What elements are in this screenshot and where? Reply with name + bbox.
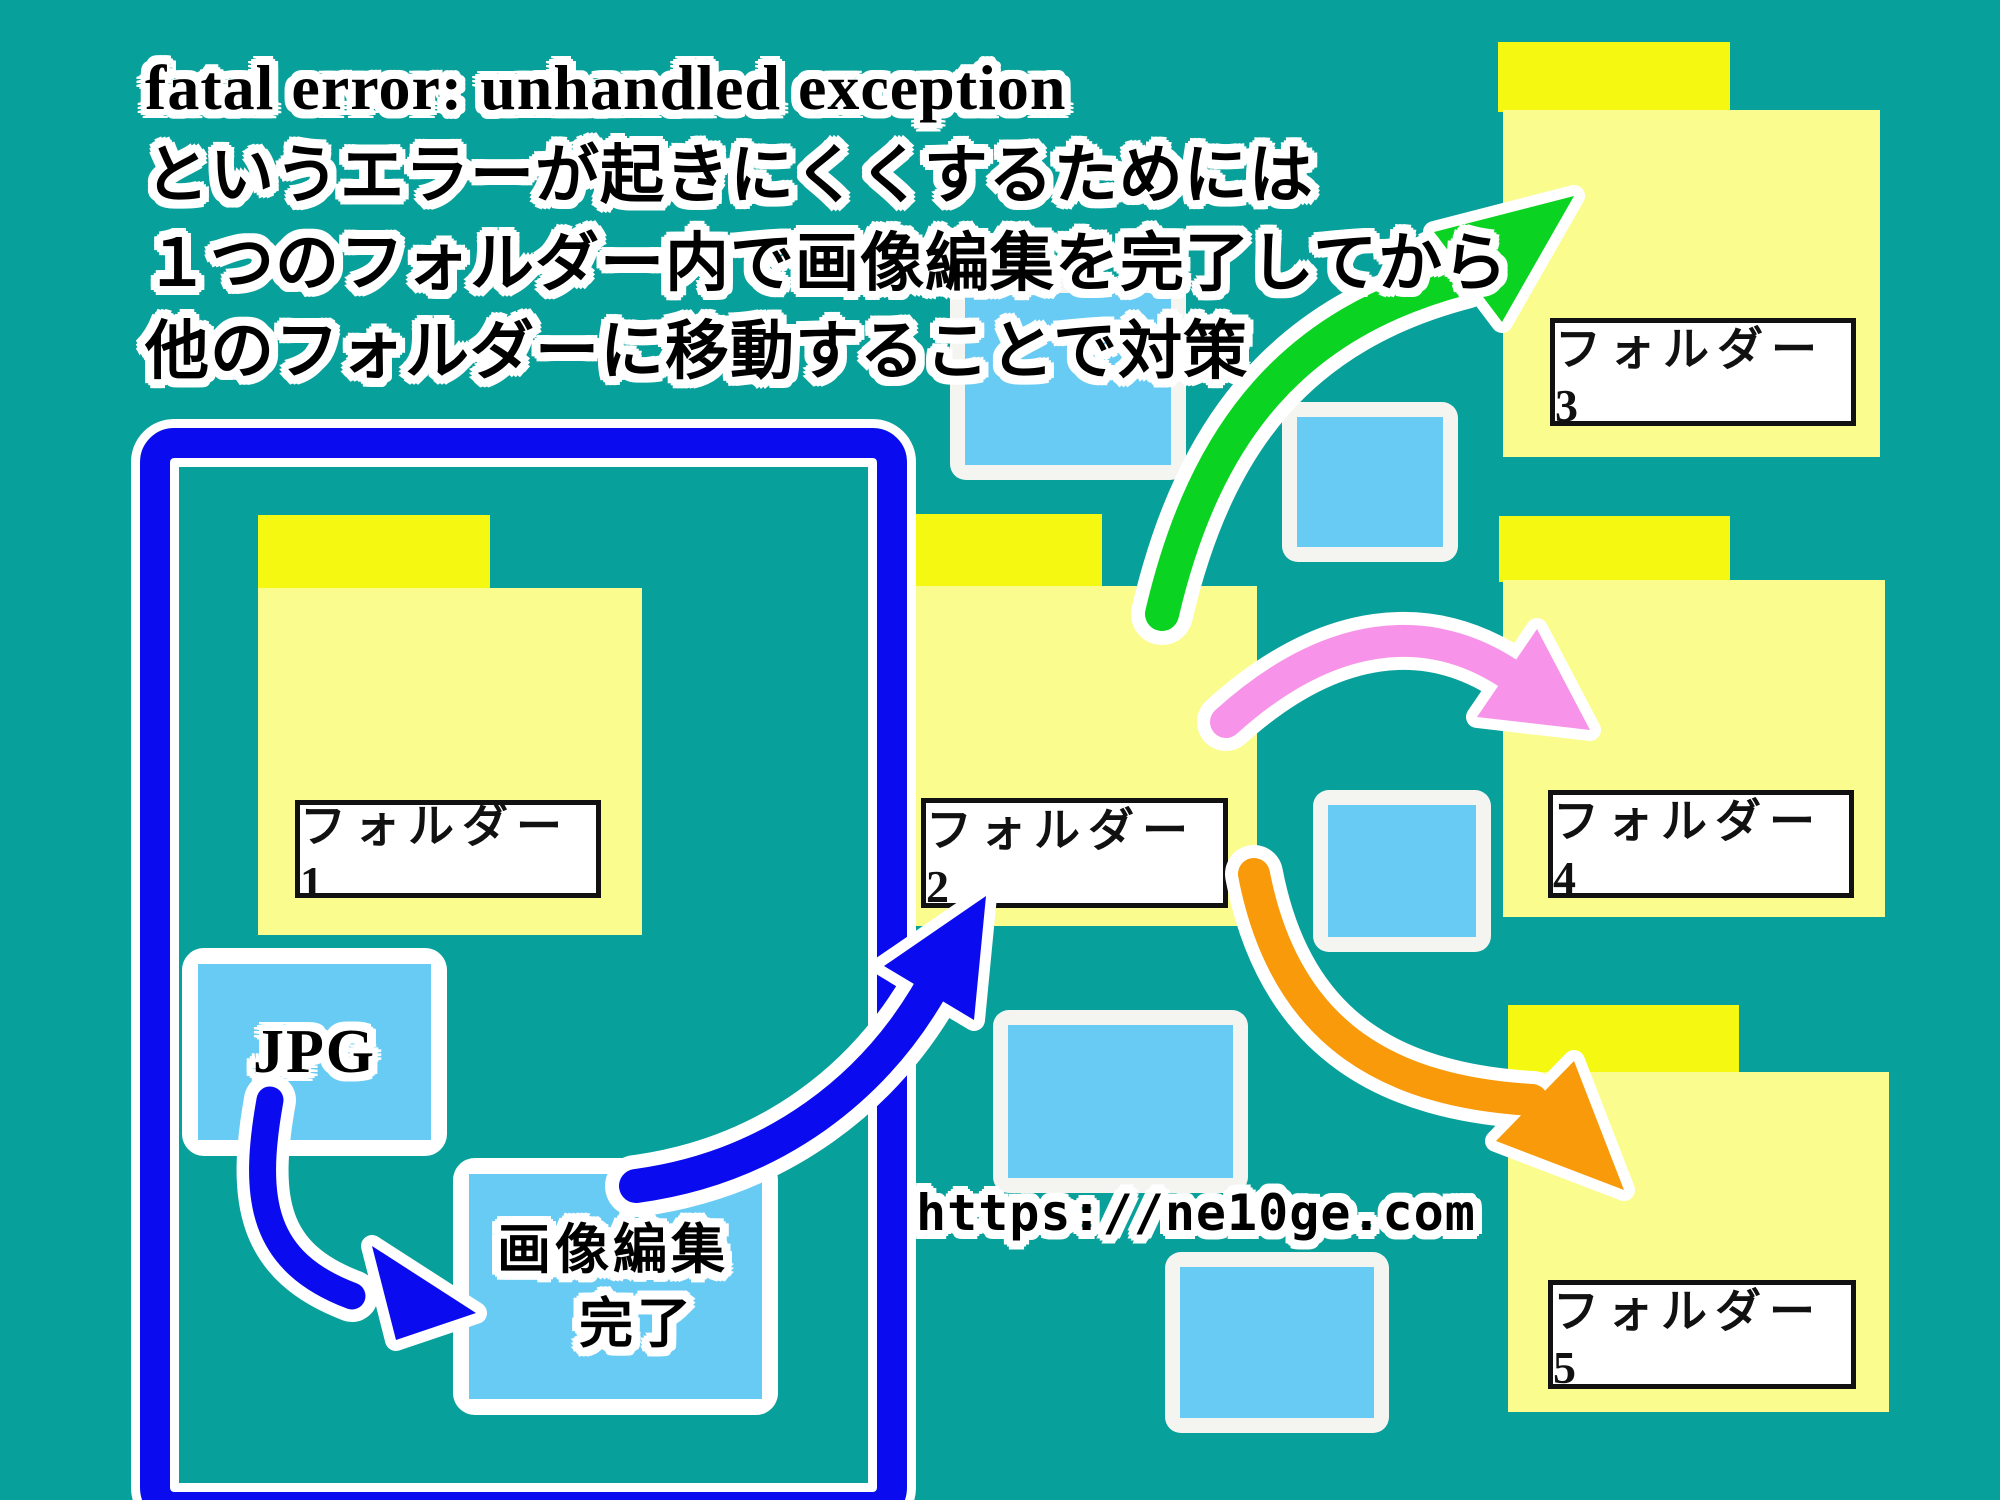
title-line-2: というエラーが起きにくくするためには xyxy=(145,140,1314,211)
title-text: fatal error: unhandled exception というエラーが… xyxy=(145,44,1508,396)
image-file-square-5 xyxy=(1165,1252,1389,1433)
folder-1-label: フォルダー1 xyxy=(295,800,601,908)
edit-done-line2: 完了 xyxy=(579,1291,695,1355)
image-file-square-2-fill xyxy=(1297,417,1443,547)
folder-1-tab xyxy=(258,515,490,591)
image-file-square-4 xyxy=(993,1010,1248,1193)
title-line-4: 他のフォルダーに移動することで対策 xyxy=(145,316,1249,387)
edit-done-box: 画像編集 完了 xyxy=(453,1158,778,1415)
image-file-square-3 xyxy=(1313,790,1491,952)
image-file-square-5-fill xyxy=(1180,1267,1374,1418)
jpg-file-label: JPG xyxy=(252,1017,377,1086)
folder-3-label: フォルダー3 xyxy=(1550,318,1856,431)
title-line-1: fatal error: unhandled exception xyxy=(145,52,1067,123)
folder1-highlight-frame xyxy=(131,419,916,1500)
jpg-file-box: JPG xyxy=(182,948,447,1156)
title-line-3: １つのフォルダー内で画像編集を完了してから xyxy=(145,228,1509,299)
image-file-square-2 xyxy=(1282,402,1458,562)
image-file-square-3-fill xyxy=(1328,805,1476,937)
folder-1-label-text: フォルダー1 xyxy=(300,800,570,908)
folder-3-label-text: フォルダー3 xyxy=(1555,323,1825,431)
folder-5-label-text: フォルダー5 xyxy=(1553,1286,1823,1393)
jpg-file-box-fill: JPG xyxy=(198,964,431,1140)
folder-5-label: フォルダー5 xyxy=(1548,1280,1856,1393)
site-url-text: https://ne10ge.com xyxy=(916,1184,1476,1242)
folder-4-label: フォルダー4 xyxy=(1548,790,1854,903)
folder-2-tab xyxy=(890,514,1102,588)
folder-5-tab xyxy=(1508,1005,1739,1074)
image-file-square-4-fill xyxy=(1008,1025,1233,1178)
folder-2-label-text: フォルダー2 xyxy=(926,804,1196,912)
folder-4-label-text: フォルダー4 xyxy=(1553,795,1823,903)
edit-done-box-fill: 画像編集 完了 xyxy=(469,1174,762,1399)
edit-done-line1: 画像編集 xyxy=(497,1217,729,1281)
folder-3-tab xyxy=(1498,42,1730,112)
folder-2-label: フォルダー2 xyxy=(921,798,1228,912)
folder-4-tab xyxy=(1499,516,1730,582)
